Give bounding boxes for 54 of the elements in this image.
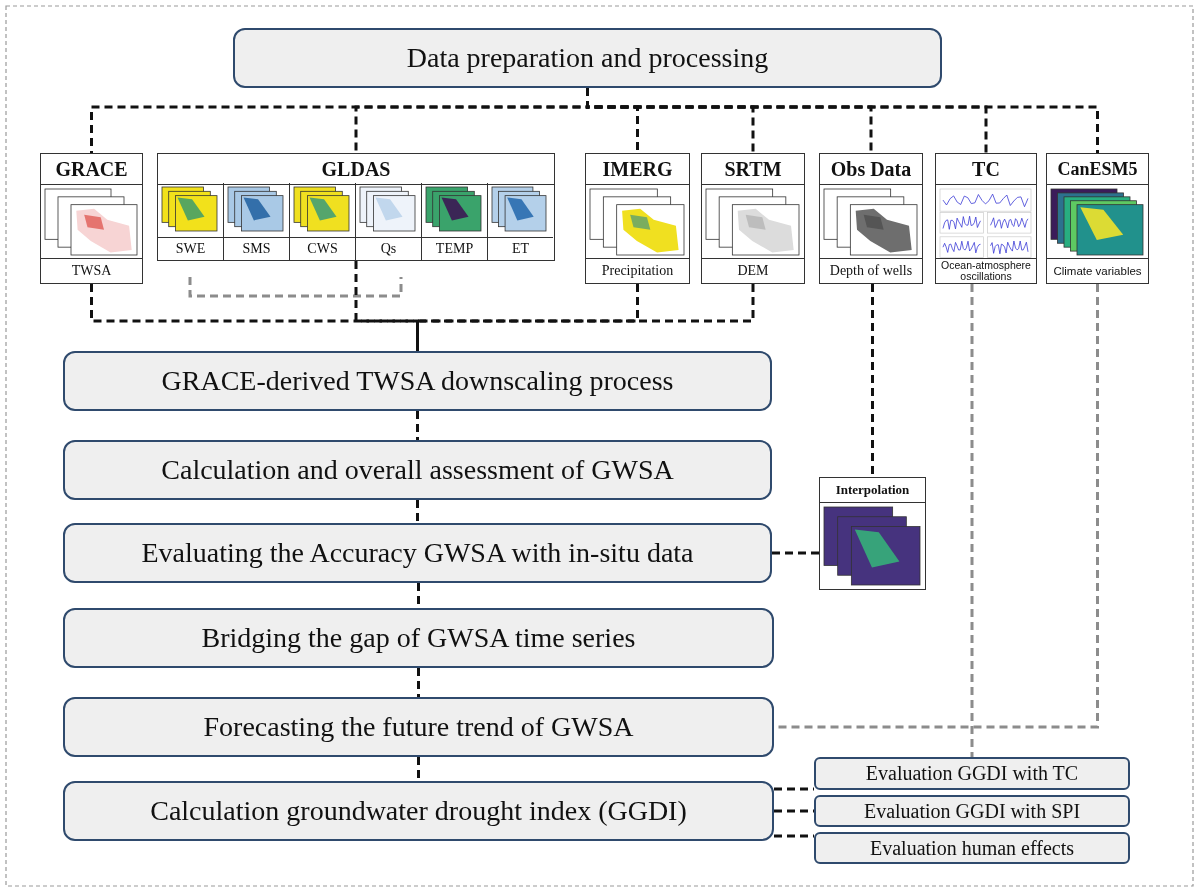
data-column	[356, 183, 422, 260]
process-box: Calculation groundwater drought index (GGDI)	[63, 781, 774, 841]
connector	[774, 834, 814, 838]
data-panel	[40, 153, 143, 284]
process-box: Calculation and overall assessment of GWSA	[63, 440, 772, 500]
panel-caption: TEMP	[422, 237, 487, 260]
panel-title: GRACE	[41, 154, 142, 185]
data-panel	[1046, 153, 1149, 284]
connector	[970, 284, 974, 757]
panel-caption: TWSA	[41, 258, 142, 283]
process-box: Evaluation human effects	[814, 832, 1130, 864]
connector	[416, 500, 419, 523]
panel-title: CanESM5	[1047, 154, 1148, 185]
data-panel	[701, 153, 805, 284]
panel-caption: DEM	[702, 258, 804, 283]
data-panel	[819, 153, 923, 284]
data-column	[290, 183, 356, 260]
data-panel	[157, 153, 555, 261]
panel-caption: Qs	[356, 237, 421, 260]
panel-caption: Depth of wells	[820, 258, 922, 283]
process-box: Evaluation GGDI with TC	[814, 757, 1130, 790]
process-box: Bridging the gap of GWSA time series	[63, 608, 774, 668]
process-box: Evaluation GGDI with SPI	[814, 795, 1130, 827]
data-column	[158, 183, 224, 260]
data-panel	[585, 153, 690, 284]
connector	[871, 284, 874, 477]
panel-title: Obs Data	[820, 154, 922, 185]
panel-title: TC	[936, 154, 1036, 185]
panel-title: Interpolation	[820, 478, 925, 503]
data-column	[422, 183, 488, 260]
process-box: Data preparation and processing	[233, 28, 942, 88]
panel-caption: Precipitation	[586, 258, 689, 283]
connector	[354, 261, 419, 351]
panel-caption: SMS	[224, 237, 289, 260]
connector	[774, 787, 814, 791]
process-box: Forecasting the future trend of GWSA	[63, 697, 774, 757]
data-column	[224, 183, 290, 260]
connector	[417, 757, 420, 781]
connector	[416, 284, 639, 351]
data-panel	[819, 477, 926, 590]
process-box: Evaluating the Accuracy GWSA with in-situ data	[63, 523, 772, 583]
panel-caption: CWS	[290, 237, 355, 260]
panel-caption: ET	[488, 237, 553, 260]
connector	[417, 668, 420, 697]
panel-title: IMERG	[586, 154, 689, 185]
panel-title: GLDAS	[158, 154, 554, 185]
connector	[772, 551, 819, 555]
panel-caption: SWE	[158, 237, 223, 260]
panel-caption: Ocean-atmosphere oscillations	[936, 258, 1036, 283]
panel-title: SRTM	[702, 154, 804, 185]
connector	[416, 411, 419, 440]
process-box: GRACE-derived TWSA downscaling process	[63, 351, 772, 411]
data-panel	[935, 153, 1037, 284]
panel-caption: Climate variables	[1047, 258, 1148, 283]
